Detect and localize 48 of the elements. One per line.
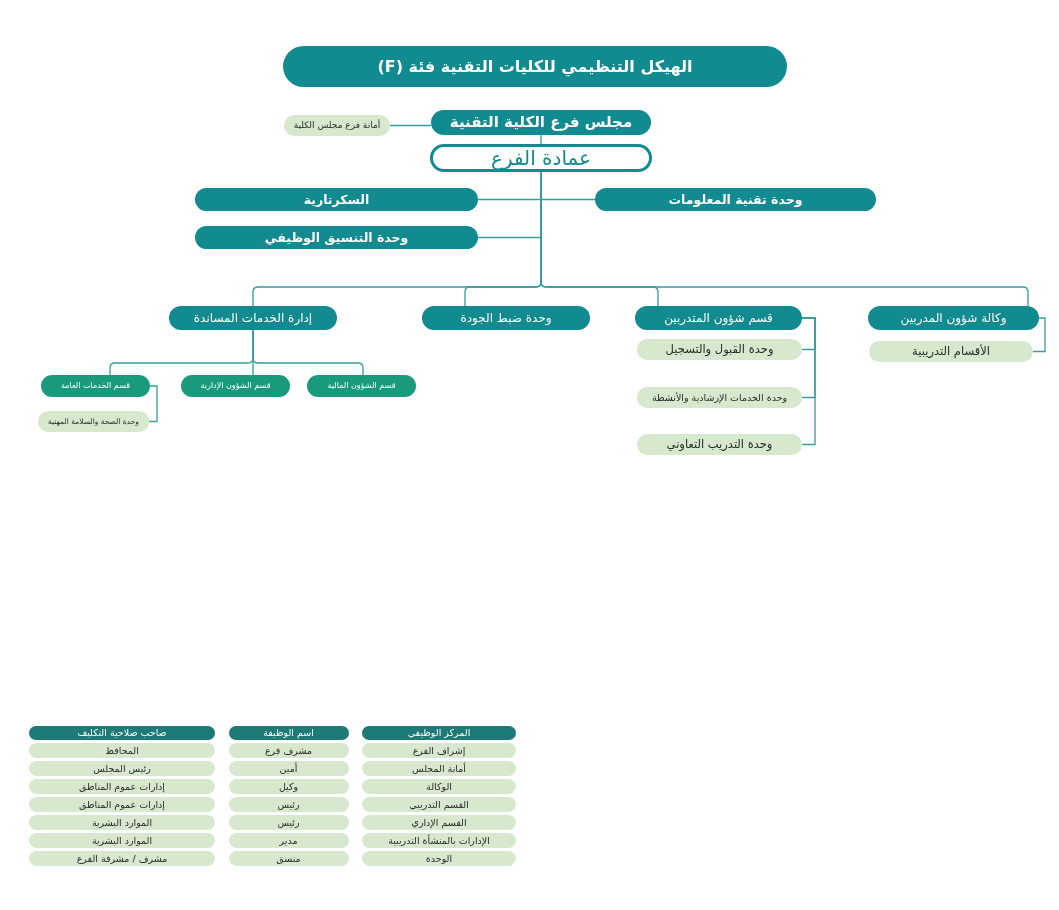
connector-line [540, 134, 542, 145]
unit-box: وحدة التنسيق الوظيفي [195, 226, 478, 249]
sub-unit-box: الأقسام التدريبية [869, 341, 1033, 362]
table-cell: مدير [228, 833, 349, 848]
unit-box: إدارة الخدمات المساندة [169, 306, 337, 330]
table-header: اسم الوظيفة [228, 726, 349, 740]
table-header: المركز الوظيفي [362, 726, 516, 740]
sub-unit-box: وحدة التدريب التعاوني [637, 434, 802, 455]
table-cell: القسم الإداري [362, 815, 516, 830]
table-cell: إدارات عموم المناطق [29, 797, 215, 812]
table-cell: وكيل [228, 779, 349, 794]
unit-box: وحدة ضبط الجودة [422, 306, 590, 330]
table-cell: الإدارات بالمنشأة التدريبية [362, 833, 516, 848]
sub-unit-box: أمانة فرع مجلس الكلية [284, 115, 390, 136]
connector-line [109, 329, 254, 376]
sub-unit-box: وحدة القبول والتسجيل [637, 339, 802, 360]
unit-box: قسم شؤون المتدربين [635, 306, 802, 330]
table-cell: الوحدة [362, 851, 516, 866]
unit-box: السكرتارية [195, 188, 478, 211]
section-box: قسم الشؤون المالية [307, 375, 416, 397]
connector-line [389, 124, 432, 127]
section-box: قسم الخدمات العامة [41, 375, 150, 397]
table-header: صاحب صلاحية التكليف [29, 726, 215, 740]
connector-line [801, 317, 816, 446]
table-cell: مشرف / مشرفة الفرع [29, 851, 215, 866]
table-cell: رئيس [228, 815, 349, 830]
table-cell: الوكالة [362, 779, 516, 794]
table-cell: رئيس [228, 797, 349, 812]
sub-unit-box: وحدة الخدمات الإرشادية والأنشطة [637, 387, 802, 408]
unit-box: وحدة تقنية المعلومات [595, 188, 876, 211]
title-banner: الهيكل التنظيمي للكليات التقنية فئة (F) [283, 46, 787, 87]
table-cell: مشرف فرع [228, 743, 349, 758]
table-cell: إشراف الفرع [362, 743, 516, 758]
table-cell: أمانة المجلس [362, 761, 516, 776]
table-cell: أمين [228, 761, 349, 776]
unit-box: مجلس فرع الكلية التقنية [431, 110, 651, 135]
table-cell: رئيس المجلس [29, 761, 215, 776]
connector-line [1032, 317, 1046, 353]
table-cell: منسق [228, 851, 349, 866]
table-cell: المحافظ [29, 743, 215, 758]
dean-box: عمادة الفرع [430, 144, 652, 172]
connector-line [148, 385, 158, 423]
unit-box: وكالة شؤون المدربين [868, 306, 1039, 330]
table-cell: القسم التدريبي [362, 797, 516, 812]
table-cell: الموارد البشرية [29, 815, 215, 830]
table-cell: إدارات عموم المناطق [29, 779, 215, 794]
section-box: قسم الشؤون الإدارية [181, 375, 290, 397]
table-cell: الموارد البشرية [29, 833, 215, 848]
